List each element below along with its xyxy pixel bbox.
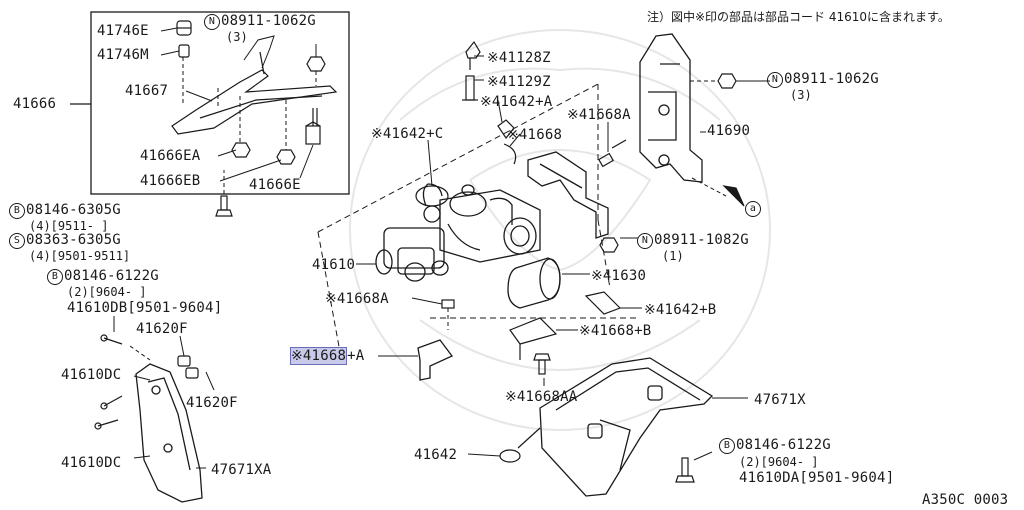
label-41666EB: 41666EB (140, 173, 201, 189)
bolt-41668AA (533, 353, 551, 375)
label-41746E: 41746E (97, 23, 149, 39)
bolt-41668A-mid (441, 299, 455, 330)
tray-47671X (539, 357, 714, 497)
inset-leaders (160, 27, 317, 182)
label-41690: 41690 (707, 123, 751, 139)
label-41610DC-b: 41610DC (61, 455, 122, 471)
dashed-guide (317, 83, 640, 353)
label-41620F-a: 41620F (136, 321, 188, 337)
label-41642B: ※41642+B (644, 302, 717, 318)
qty-08911-1062G-inset: (3) (226, 30, 248, 44)
arrow-to-a (722, 185, 745, 207)
fitting-41129Z (462, 75, 478, 101)
bolt-41668A-top (597, 139, 627, 168)
label-41610: 41610 (312, 257, 356, 273)
label-41668A-mid: ※41668A (325, 291, 389, 307)
label-41610DB: 41610DB[9501-9604] (67, 300, 223, 316)
right-leaders (690, 80, 770, 197)
label-47671XA: 47671XA (211, 462, 272, 478)
solenoid-valve-41610 (375, 183, 541, 282)
label-41666EA: 41666EA (140, 148, 201, 164)
ref-a: a (745, 200, 762, 217)
label-41666E: 41666E (249, 177, 301, 193)
fitting-41128Z (465, 40, 481, 70)
note-08363-6305G: (4)[9501-9511] (29, 249, 131, 263)
b-symbol: B (47, 269, 63, 285)
nut-08911-1082G (599, 237, 619, 253)
plug-41642 (499, 427, 541, 463)
bracket-47671XA (135, 363, 203, 503)
n-symbol: N (204, 14, 220, 30)
collar-41746M (178, 44, 190, 58)
bracket-41690 (639, 33, 703, 183)
nut-inset-top (306, 56, 326, 72)
label-41610DA: 41610DA[9501-9604] (739, 470, 895, 486)
label-41746M: 41746M (97, 47, 149, 63)
label-41610DC-a: 41610DC (61, 367, 122, 383)
nut-41666EB (276, 149, 296, 165)
label-47671X: 47671X (754, 392, 806, 408)
watermark-emblem (349, 29, 771, 431)
label-41642C: ※41642+C (371, 126, 444, 142)
label-41129Z: ※41129Z (487, 74, 551, 90)
inset-box (90, 11, 350, 195)
left-leaders (113, 316, 215, 469)
label-41667: 41667 (125, 83, 169, 99)
label-41668: ※41668 (507, 127, 563, 143)
grommet-41746E (176, 20, 192, 36)
bracket-41668A (417, 339, 454, 381)
qty-08911-1062G-right: (3) (790, 88, 812, 102)
clip-41642A (497, 119, 517, 165)
label-41642A: ※41642+A (480, 94, 553, 110)
qty-08911-1082G: (1) (662, 249, 684, 263)
label-41642: 41642 (414, 447, 458, 463)
ref-a-circle: a (745, 201, 761, 217)
label-41668B: ※41668+B (579, 323, 652, 339)
bracket-41668 (527, 151, 609, 239)
label-41630: ※41630 (591, 268, 647, 284)
clip-41642B (584, 291, 622, 315)
bracket-41667 (171, 35, 338, 145)
label-41668AA: ※41668AA (505, 389, 578, 405)
canister-41630 (507, 257, 561, 309)
nut-right-top (717, 73, 737, 89)
n-symbol: N (767, 72, 783, 88)
bolt-08146-6122G-right (675, 457, 695, 483)
figure-code: A350C 0003 (922, 492, 1009, 508)
label-41620F-b: 41620F (186, 395, 238, 411)
label-41666: 41666 (13, 96, 57, 112)
note-08146-6305G: (4)[9511- ] (29, 219, 109, 233)
clip-41620F-b (185, 367, 199, 379)
clamp-41642C (415, 185, 449, 207)
bolt-41610DC-a (100, 395, 123, 410)
label-41668A-top: ※41668A (567, 107, 631, 123)
clip-41620F-a (177, 355, 191, 367)
main-leaders (356, 55, 748, 461)
note-08146-6122G-right: (2)[9604- ] (739, 455, 819, 469)
bolt-41610DB (100, 334, 123, 345)
bracket-41668B (509, 317, 558, 360)
b-symbol: B (9, 203, 25, 219)
s-symbol: S (9, 233, 25, 249)
label-41668A-highlighted: ※41668+A (290, 347, 365, 365)
note-08146-6122G-left: (2)[9604- ] (67, 285, 147, 299)
b-symbol: B (719, 438, 735, 454)
bolt-08146-6305G (215, 170, 233, 217)
n-symbol: N (637, 233, 653, 249)
note-text: 注）図中※印の部品は部品コード 41610に含まれます。 (647, 10, 950, 24)
nut-41666EA (231, 142, 251, 158)
label-41128Z: ※41128Z (487, 50, 551, 66)
bolt-41610DC-b (94, 419, 119, 430)
highlight-box: ※41668 (290, 347, 348, 365)
